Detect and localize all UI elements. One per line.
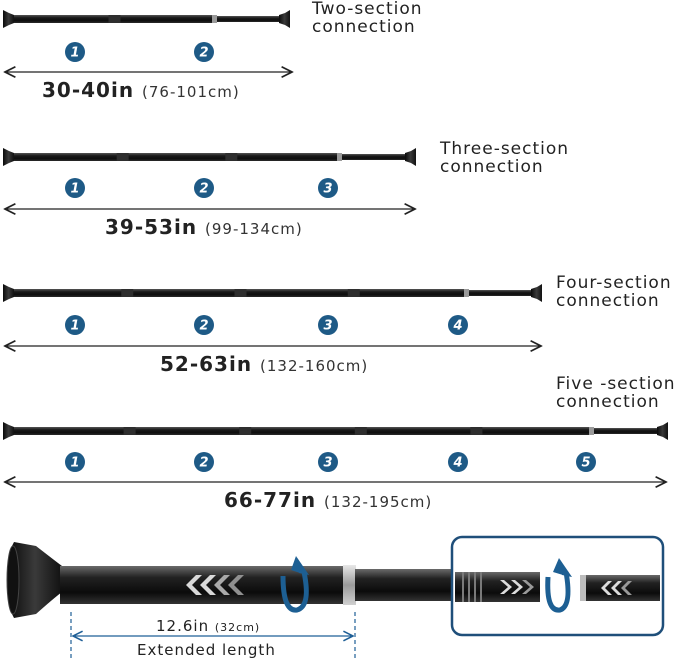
svg-text:3: 3 [323, 456, 332, 471]
section-number-badge: 2 [194, 452, 214, 472]
section-number-badge: 4 [448, 315, 468, 335]
rod-tube [14, 153, 340, 161]
rod [3, 422, 668, 440]
section-number-badge: 5 [576, 452, 596, 472]
chevron-arrows-icon [601, 581, 632, 595]
silver-ring [464, 289, 469, 297]
joint [470, 427, 483, 435]
rod-thin-tube [469, 290, 532, 296]
svg-text:4: 4 [452, 319, 462, 334]
rod-thin-tube [342, 154, 406, 160]
rod-thin-tube [217, 16, 280, 22]
svg-text:3: 3 [323, 319, 332, 334]
joint [225, 153, 238, 161]
joint [116, 153, 129, 161]
section-number-badge: 2 [194, 42, 214, 62]
section-number-badge: 1 [65, 315, 85, 335]
section-number-badge: 2 [194, 315, 214, 335]
extension-caption: Extended length [137, 641, 276, 659]
end-cap [531, 284, 542, 302]
rod-closeup [6, 542, 455, 618]
silver-ring [212, 15, 217, 23]
section-number-badge: 3 [318, 452, 338, 472]
chevron-arrows-icon [186, 575, 244, 595]
length-measurement: 30-40in (76-101cm) [42, 78, 240, 102]
svg-text:2: 2 [199, 46, 208, 61]
rod-thin-tube [594, 428, 658, 434]
section-number-badge: 3 [318, 178, 338, 198]
joint [354, 427, 367, 435]
rod [3, 284, 542, 302]
silver-ring [337, 153, 342, 161]
svg-text:2: 2 [199, 319, 208, 334]
end-cap [279, 10, 290, 28]
joint [108, 15, 121, 23]
end-cap [3, 284, 14, 302]
rotate-arrow-icon [280, 556, 309, 613]
end-cap [657, 422, 668, 440]
svg-text:4: 4 [452, 456, 462, 471]
rod-tube [14, 427, 592, 435]
rod [3, 148, 416, 166]
svg-text:1: 1 [70, 319, 79, 334]
svg-text:1: 1 [70, 456, 79, 471]
end-cap [3, 10, 14, 28]
end-cap [405, 148, 416, 166]
joint [123, 427, 136, 435]
joint [121, 289, 134, 297]
section-number-badge: 1 [65, 178, 85, 198]
section-number-badge: 3 [318, 315, 338, 335]
svg-text:2: 2 [199, 182, 208, 197]
chevron-arrows-icon [500, 580, 534, 594]
end-cap [3, 148, 14, 166]
connection-inset [450, 535, 665, 637]
section-number-badge: 2 [194, 178, 214, 198]
svg-text:2: 2 [199, 456, 208, 471]
extension-dimension [70, 612, 356, 661]
svg-text:1: 1 [70, 182, 79, 197]
length-measurement: 66-77in (132-195cm) [224, 488, 433, 512]
section-number-badge: 4 [448, 452, 468, 472]
joint [347, 289, 360, 297]
svg-text:1: 1 [70, 46, 79, 61]
joint [239, 427, 252, 435]
silver-ring [589, 427, 594, 435]
rotate-arrow-icon [545, 558, 572, 613]
length-measurement: 39-53in (99-134cm) [105, 215, 303, 239]
section-number-badge: 1 [65, 452, 85, 472]
svg-text:5: 5 [581, 456, 590, 471]
rod [3, 10, 290, 28]
end-cap [3, 422, 14, 440]
joint [234, 289, 247, 297]
section-number-badge: 1 [65, 42, 85, 62]
extension-measurement: 12.6in (32cm) [156, 617, 261, 635]
length-measurement: 52-63in (132-160cm) [160, 352, 369, 376]
svg-text:3: 3 [323, 182, 332, 197]
